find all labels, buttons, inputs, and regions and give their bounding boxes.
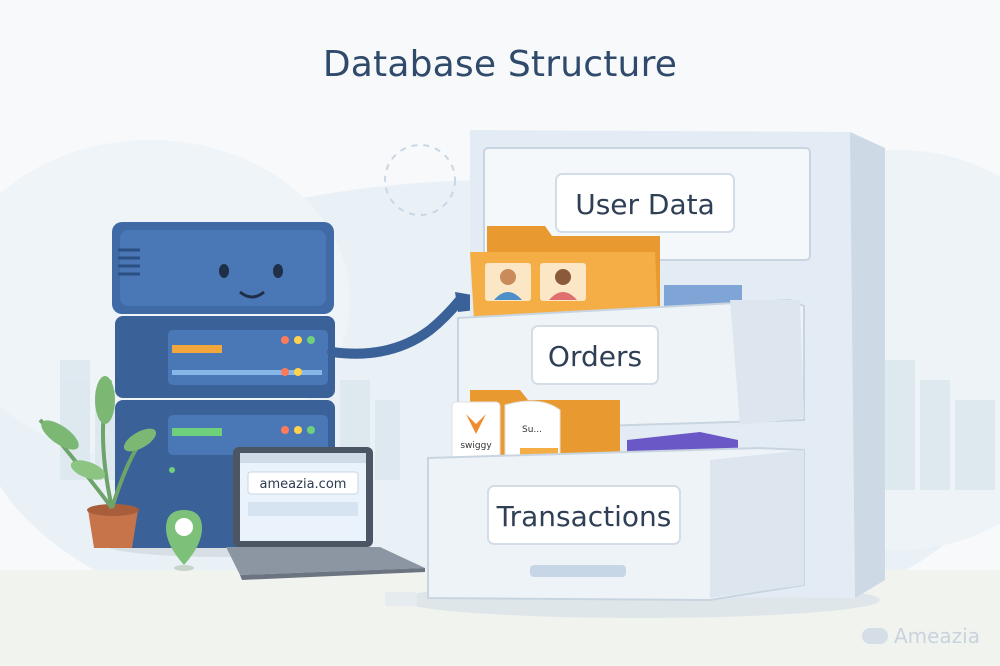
drawer-label-orders: Orders xyxy=(548,340,642,373)
drawer-label-user-data: User Data xyxy=(575,188,715,221)
plant-icon xyxy=(38,376,157,548)
watermark-text: Ameazia xyxy=(893,624,980,648)
floor-card xyxy=(385,592,417,606)
swiggy-label: swiggy xyxy=(460,441,492,451)
drawer-label-transactions: Transactions xyxy=(496,500,672,533)
drawer-label-plates xyxy=(487,173,735,545)
watermark: Ameazia xyxy=(861,624,980,648)
map-pin-icon xyxy=(166,510,202,571)
orders-tag-text: Su... xyxy=(522,425,542,435)
ameazia-logo-icon xyxy=(861,628,888,644)
page-title: Database Structure xyxy=(322,44,678,85)
laptop-icon xyxy=(226,447,425,580)
laptop-screen-text: ameazia.com xyxy=(260,477,347,492)
